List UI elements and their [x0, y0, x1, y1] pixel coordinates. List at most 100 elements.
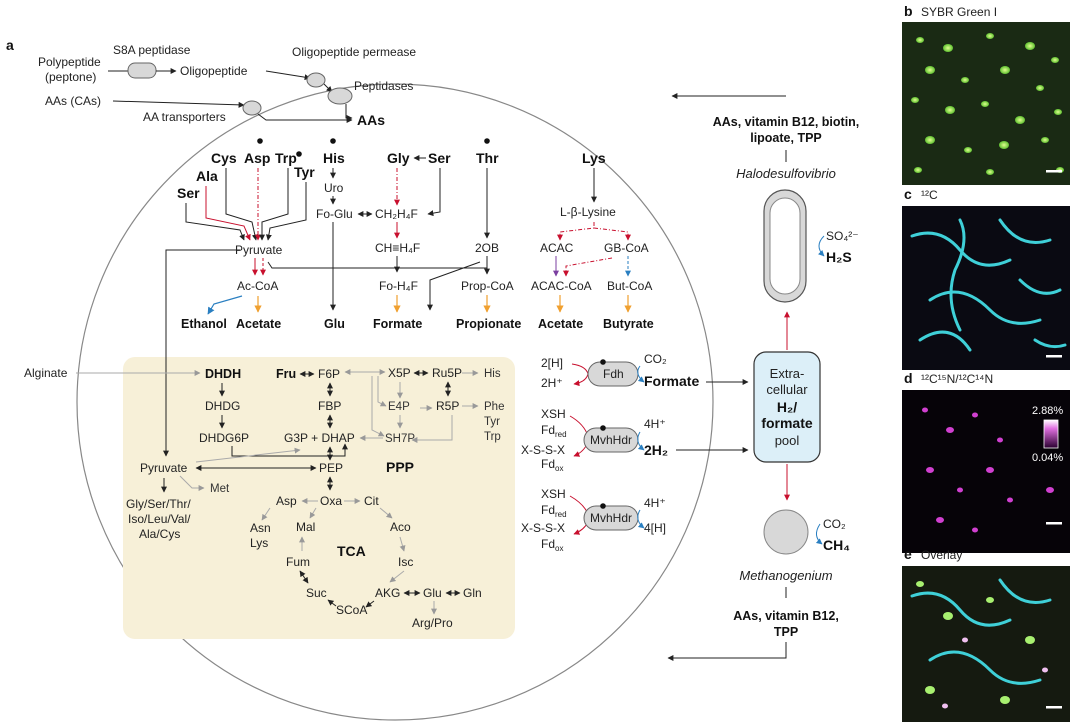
scoa: SCoA: [336, 603, 367, 617]
panel-a-letter: a: [6, 37, 14, 53]
mvhhdr-label-2: MvhHdr: [590, 511, 632, 525]
peptone-label: (peptone): [45, 70, 96, 84]
pool-line-3: H₂/: [777, 399, 797, 415]
acac: ACAC: [540, 241, 574, 255]
phe: Phe: [484, 401, 504, 413]
micrograph-e: [902, 566, 1070, 722]
x5p: X5P: [388, 366, 411, 380]
xsh-1: XSH: [541, 407, 566, 421]
aa-transporter-icon: [242, 100, 262, 116]
four-h-2: 4H⁺: [644, 496, 666, 510]
aa-list-3: Ala/Cys: [139, 527, 180, 541]
aa-list-1: Gly/Ser/Thr/: [126, 497, 191, 511]
oligo-permease-label: Oligopeptide permease: [292, 45, 416, 59]
methano-supply-1: AAs, vitamin B12,: [733, 609, 839, 623]
gb-coa: GB-CoA: [604, 241, 649, 255]
alginate-label: Alginate: [24, 366, 68, 380]
panel-b-label: SYBR Green I: [921, 5, 997, 19]
methano-supply-2: TPP: [774, 625, 798, 639]
product-butyrate: Butyrate: [603, 317, 654, 331]
aa-ser-top: Ser: [428, 150, 451, 166]
fru: Fru: [276, 367, 296, 381]
scale-max: 2.88%: [1032, 405, 1063, 417]
product-glu: Glu: [324, 317, 345, 331]
aa-list-2: Iso/Leu/Val/: [128, 512, 191, 526]
ch2h4f: CH₂H₄F: [375, 207, 418, 221]
r5p: R5P: [436, 399, 459, 413]
pool-line-2: cellular: [766, 382, 808, 397]
peptidases-icon: [327, 87, 353, 105]
halo-supply-2: lipoate, TPP: [750, 131, 822, 145]
asn: Asn: [250, 521, 271, 535]
aa-ser: Ser: [177, 185, 200, 201]
xssx-2: X-S-S-X: [521, 521, 565, 535]
arg-pro: Arg/Pro: [412, 616, 453, 630]
fdh-co2: CO₂: [644, 352, 667, 366]
his-2: His: [484, 368, 501, 380]
peptidases-label: Peptidases: [354, 79, 413, 93]
but-coa: But-CoA: [607, 279, 652, 293]
ppp-label: PPP: [386, 459, 414, 475]
fdox-2: Fdox: [541, 537, 563, 553]
product-ethanol: Ethanol: [181, 317, 227, 331]
product-acetate: Acetate: [236, 317, 281, 331]
mal: Mal: [296, 520, 315, 534]
four-h-1: 4H⁺: [644, 417, 666, 431]
aa-transporters-label: AA transporters: [143, 110, 226, 124]
fo-h4f: Fo-H₄F: [379, 279, 418, 293]
xsh-2: XSH: [541, 487, 566, 501]
akg: AKG: [375, 586, 400, 600]
aa-lys: Lys: [582, 150, 606, 166]
pep: PEP: [319, 461, 343, 475]
product-acetate-2: Acetate: [538, 317, 583, 331]
panel-d-letter: d: [904, 370, 913, 386]
gln: Gln: [463, 586, 482, 600]
fdred-1: Fdred: [541, 423, 567, 439]
aa-trp: Trp: [275, 150, 297, 166]
h2-in: 2[H]: [541, 356, 563, 370]
panel-e-letter: e: [904, 546, 912, 562]
lys-2: Lys: [250, 536, 268, 550]
acac-coa: ACAC-CoA: [531, 279, 592, 293]
scale-min: 0.04%: [1032, 452, 1063, 464]
prop-coa: Prop-CoA: [461, 279, 514, 293]
pyruvate-1: Pyruvate: [235, 243, 283, 257]
so4-label: SO₄²⁻: [826, 229, 859, 243]
aa-tyr: Tyr: [294, 164, 315, 180]
methanogenium-cell: [763, 509, 809, 555]
two-h2: 2H₂: [644, 442, 668, 458]
f6p: F6P: [318, 367, 340, 381]
overlay-cells: [916, 581, 1035, 704]
lysine: L-β-Lysine: [560, 205, 616, 219]
tyr-2: Tyr: [484, 416, 500, 428]
oxa: Oxa: [320, 494, 342, 508]
four-bracket-h: 4[H]: [644, 521, 666, 535]
isotope-cells: [922, 407, 1054, 533]
fdred-2: Fdred: [541, 503, 567, 519]
fum: Fum: [286, 555, 310, 569]
methano-name: Methanogenium: [739, 568, 832, 583]
aa-thr: Thr: [476, 150, 499, 166]
sh7p: SH7P: [385, 433, 415, 445]
uro: Uro: [324, 181, 344, 195]
methano-co2: CO₂: [823, 517, 846, 531]
isotope-scale-bar: [1043, 419, 1059, 449]
aco: Aco: [390, 520, 411, 534]
isc: Isc: [398, 555, 413, 569]
h2-formate-pool: [753, 351, 821, 463]
dhdg: DHDG: [205, 399, 240, 413]
product-formate: Formate: [373, 317, 422, 331]
aa-his: His: [323, 150, 345, 166]
oligo-permease-icon: [306, 72, 326, 88]
s8a-peptidase-label: S8A peptidase: [113, 43, 191, 57]
aas-label: AAs: [357, 112, 385, 128]
h2s-label: H₂S: [826, 249, 852, 265]
dhdg6p: DHDG6P: [199, 431, 249, 445]
panel-d-label: ¹²C¹⁵N/¹²C¹⁴N: [921, 372, 993, 386]
tca-label: TCA: [337, 543, 366, 559]
mvhhdr-label-1: MvhHdr: [590, 433, 632, 447]
suc: Suc: [306, 586, 327, 600]
sybr-cells: [911, 33, 1064, 175]
pyruvate-2: Pyruvate: [140, 461, 188, 475]
